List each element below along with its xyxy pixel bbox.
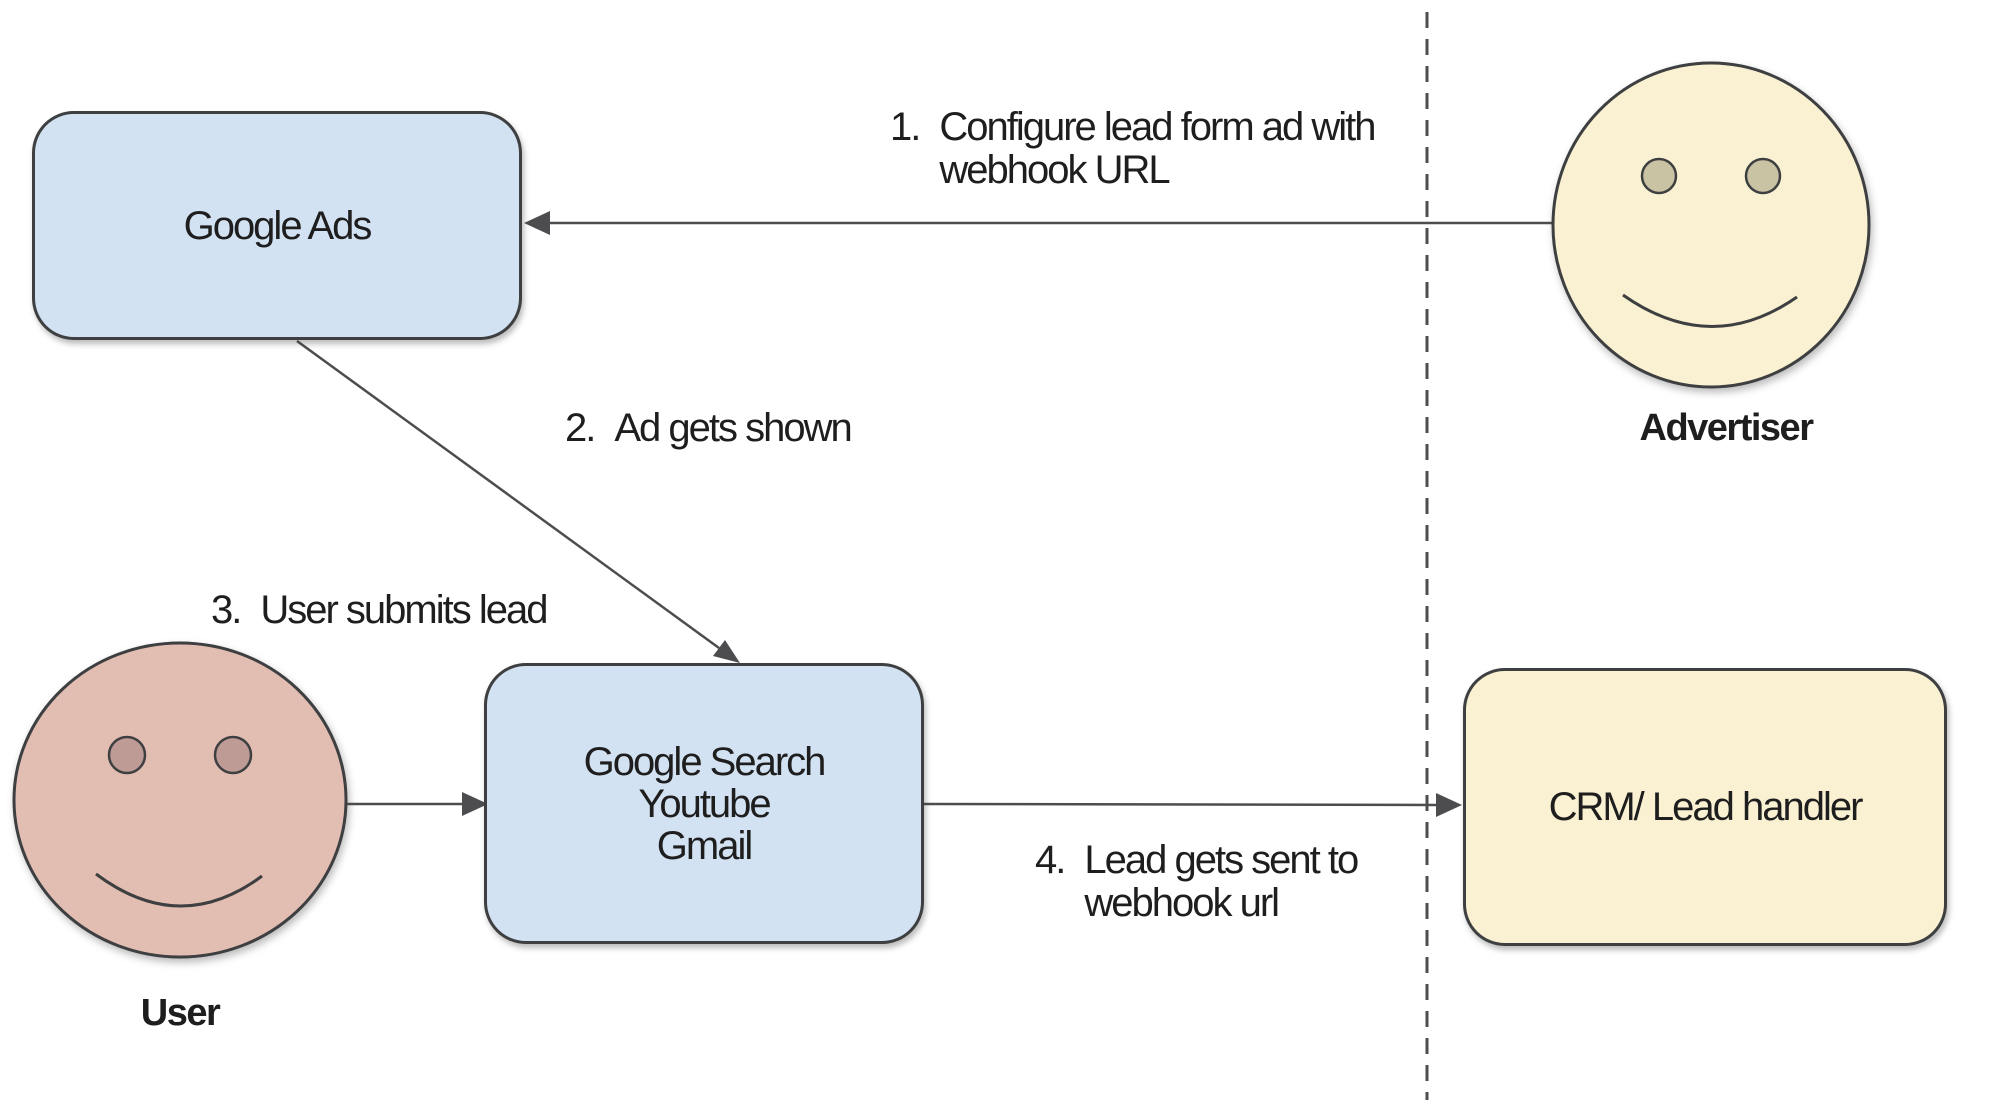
crm-label: CRM/ Lead handler — [1548, 785, 1864, 829]
user-right-eye — [213, 735, 253, 775]
step-3-text: User submits lead — [260, 588, 548, 632]
user-head — [12, 641, 348, 959]
advertiser-head — [1551, 61, 1871, 389]
arrowhead-google-ads-to-surfaces — [713, 640, 740, 663]
step-2-label: 2. Ad gets shown — [565, 406, 853, 450]
arrowhead-user-to-surfaces — [462, 792, 488, 816]
google-surfaces-label: Google Search Youtube Gmail — [583, 739, 827, 868]
advertiser-label: Advertiser — [1639, 407, 1814, 449]
arrow-google-ads-to-surfaces — [296, 339, 720, 650]
step-4-label: 4. Lead gets sent to webhook url — [1035, 838, 1359, 925]
arrow-surfaces-to-crm — [922, 802, 1439, 807]
step-4-text: Lead gets sent to webhook url — [1084, 838, 1359, 925]
step-4-number: 4. — [1035, 838, 1066, 882]
advertiser-face — [1551, 61, 1871, 389]
step-3-number: 3. — [211, 588, 242, 632]
user-left-eye — [107, 735, 147, 775]
advertiser-smile — [1622, 293, 1798, 328]
step-1-text: Configure lead form ad with webhook URL — [939, 105, 1376, 192]
step-2-text: Ad gets shown — [614, 406, 852, 450]
advertiser-right-eye — [1744, 157, 1782, 195]
google-ads-box: Google Ads — [32, 111, 522, 340]
step-1-number: 1. — [890, 105, 921, 149]
google-surfaces-box: Google Search Youtube Gmail — [484, 663, 924, 944]
crm-box: CRM/ Lead handler — [1463, 668, 1947, 946]
user-smile — [95, 872, 263, 908]
google-ads-label: Google Ads — [183, 203, 373, 248]
step-3-label: 3. User submits lead — [211, 588, 548, 632]
step-1-label: 1. Configure lead form ad with webhook U… — [890, 105, 1377, 192]
arrowhead-surfaces-to-crm — [1436, 793, 1462, 817]
user-label: User — [140, 992, 221, 1034]
arrowhead-advertiser-to-google-ads — [524, 211, 550, 235]
user-face — [12, 641, 348, 959]
step-2-number: 2. — [565, 406, 596, 450]
advertiser-left-eye — [1640, 157, 1678, 195]
